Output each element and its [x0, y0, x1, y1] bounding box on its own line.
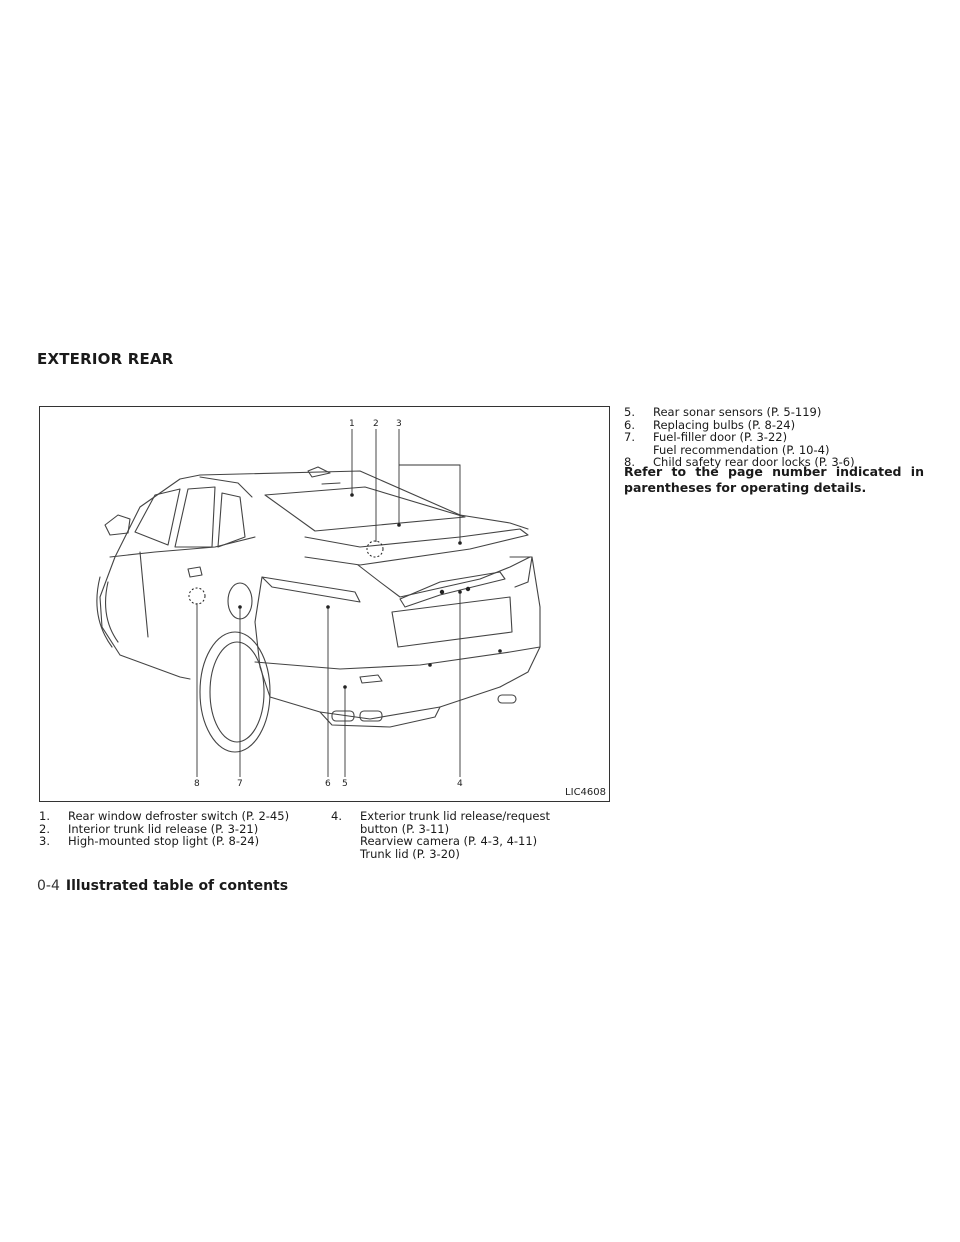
- list-item: 8.Child safety rear door locks (P. 3-6): [624, 455, 855, 470]
- operating-note: Refer to the page number indicated in pa…: [624, 464, 924, 495]
- legend-list-right: 5.Rear sonar sensors (P. 5-119) 6.Replac…: [624, 406, 924, 469]
- list-item: 6.Replacing bulbs (P. 8-24): [624, 417, 796, 432]
- list-item: 1.Rear window defroster switch (P. 2-45): [39, 809, 290, 823]
- car-drawing: 1 2 3 4 5 6 7 8: [96, 419, 541, 789]
- list-item: 5.Rear sonar sensors (P. 5-119): [624, 405, 822, 419]
- legend-list-left: 1.Rear window defroster switch (P. 2-45)…: [39, 810, 329, 848]
- callout-6: 6: [325, 779, 331, 789]
- vehicle-rear-illustration: 1 2 3 4 5 6 7 8 LIC4608: [39, 406, 610, 802]
- list-item: 7.Fuel-filler door (P. 3-22)Fuel recomme…: [624, 430, 830, 457]
- page-number: 0-4: [37, 878, 60, 894]
- page-footer: 0-4 Illustrated table of contents: [37, 878, 288, 894]
- list-item: 4.Exterior trunk lid release/request but…: [331, 809, 550, 861]
- list-item: 3.High-mounted stop light (P. 8-24): [39, 834, 260, 849]
- legend-list-middle: 4.Exterior trunk lid release/request but…: [331, 810, 621, 860]
- section-title: EXTERIOR REAR: [37, 350, 174, 368]
- list-item: 2.Interior trunk lid release (P. 3-21): [39, 821, 259, 836]
- callout-4: 4: [457, 779, 463, 789]
- callout-1: 1: [349, 419, 355, 429]
- callout-8: 8: [194, 779, 200, 789]
- footer-title: Illustrated table of contents: [65, 878, 289, 894]
- callout-5: 5: [342, 779, 348, 789]
- callout-7: 7: [237, 779, 243, 789]
- callout-3: 3: [396, 419, 402, 429]
- figure-code: LIC4608: [565, 787, 606, 798]
- callout-2: 2: [373, 419, 379, 429]
